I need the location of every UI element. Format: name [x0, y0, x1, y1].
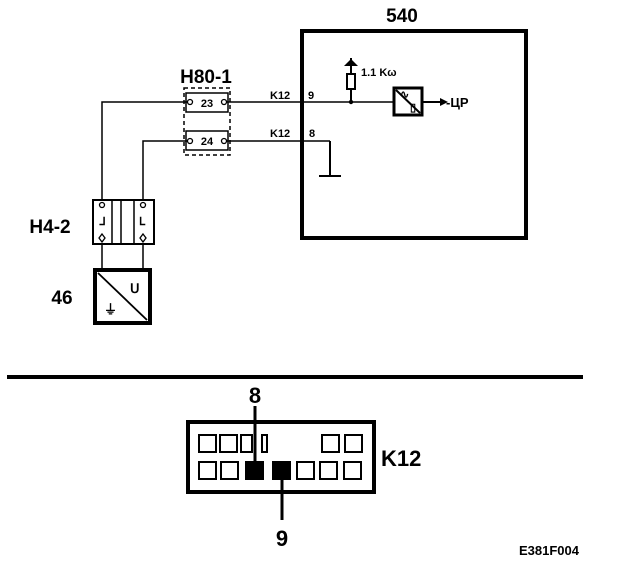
h80-pin-bottom-label: 24	[201, 136, 214, 148]
wire-bottom-pin: 8	[309, 128, 315, 140]
supply-arrow-icon	[344, 59, 358, 66]
sensor-diagonal	[97, 272, 148, 321]
connector-k12-view: K12 8 9	[186, 383, 421, 551]
control-unit-540: 540	[300, 6, 528, 240]
k12-pin-cell	[198, 461, 217, 480]
sensor-46: 46 ⏚ ᑌ	[51, 268, 152, 325]
k12-label: K12	[381, 446, 421, 471]
connector-h4-2: H4-2 ᒧ ᒪ	[29, 199, 155, 245]
output-label: -ЦP	[446, 95, 469, 110]
h80-label: H80-1	[180, 67, 232, 88]
k12-pin-cell	[219, 434, 238, 453]
figure-code: E381F004	[519, 543, 580, 558]
wire-h4-to-sensor	[101, 244, 144, 270]
h80-pin-top-label: 23	[201, 98, 213, 110]
pullup-resistor: 1.1 Kω	[344, 58, 397, 104]
wire-top-pin: 9	[308, 90, 314, 102]
sensor-label: 46	[51, 288, 72, 309]
callout-pin-9: 9	[276, 526, 288, 551]
ground-symbol	[319, 141, 341, 177]
callout-pin-8: 8	[249, 383, 261, 408]
control-unit-box	[300, 29, 528, 240]
h4-socket-glyph-1: ᒧ	[99, 216, 106, 228]
k12-pin-cell	[319, 461, 338, 480]
k12-pin-9-filled	[272, 461, 291, 480]
control-unit-label: 540	[386, 6, 418, 27]
converter-sine-glyph: ∿	[400, 89, 409, 101]
signal-converter: ∿ ▯ -ЦP	[392, 86, 469, 117]
k12-pin-cell	[344, 434, 363, 453]
h4-label: H4-2	[29, 217, 70, 238]
converter-digital-glyph: ▯	[410, 102, 416, 114]
k12-pin-cell	[321, 434, 340, 453]
k12-pin-cell	[240, 434, 253, 453]
h80-outer-frame	[183, 87, 231, 156]
resistor-value: 1.1 Kω	[361, 67, 397, 79]
wire-k12-8: K12 8	[227, 128, 330, 142]
k12-pin-cell	[198, 434, 217, 453]
wire-top-connector: K12	[270, 90, 290, 102]
k12-pin-cell	[261, 434, 268, 453]
sensor-ground-glyph: ⏚	[104, 302, 117, 317]
sensor-signal-glyph: ᑌ	[130, 281, 140, 296]
converter-diagonal	[395, 89, 421, 114]
k12-pin-cell	[343, 461, 362, 480]
k12-pin-cell	[220, 461, 239, 480]
h4-socket-glyph-2: ᒪ	[139, 216, 146, 228]
connector-h80-1: H80-1 23 24	[180, 67, 232, 156]
wire-k12-9: K12 9	[227, 90, 394, 105]
wire-h80-to-h4	[101, 101, 187, 200]
resistor-symbol	[346, 73, 356, 90]
k12-pin-8-filled	[245, 461, 264, 480]
wire-bottom-connector: K12	[270, 128, 290, 140]
output-arrow-icon	[440, 98, 448, 106]
h4-outer-frame	[92, 199, 155, 245]
wire-junction	[348, 99, 354, 105]
k12-pin-cell	[296, 461, 315, 480]
